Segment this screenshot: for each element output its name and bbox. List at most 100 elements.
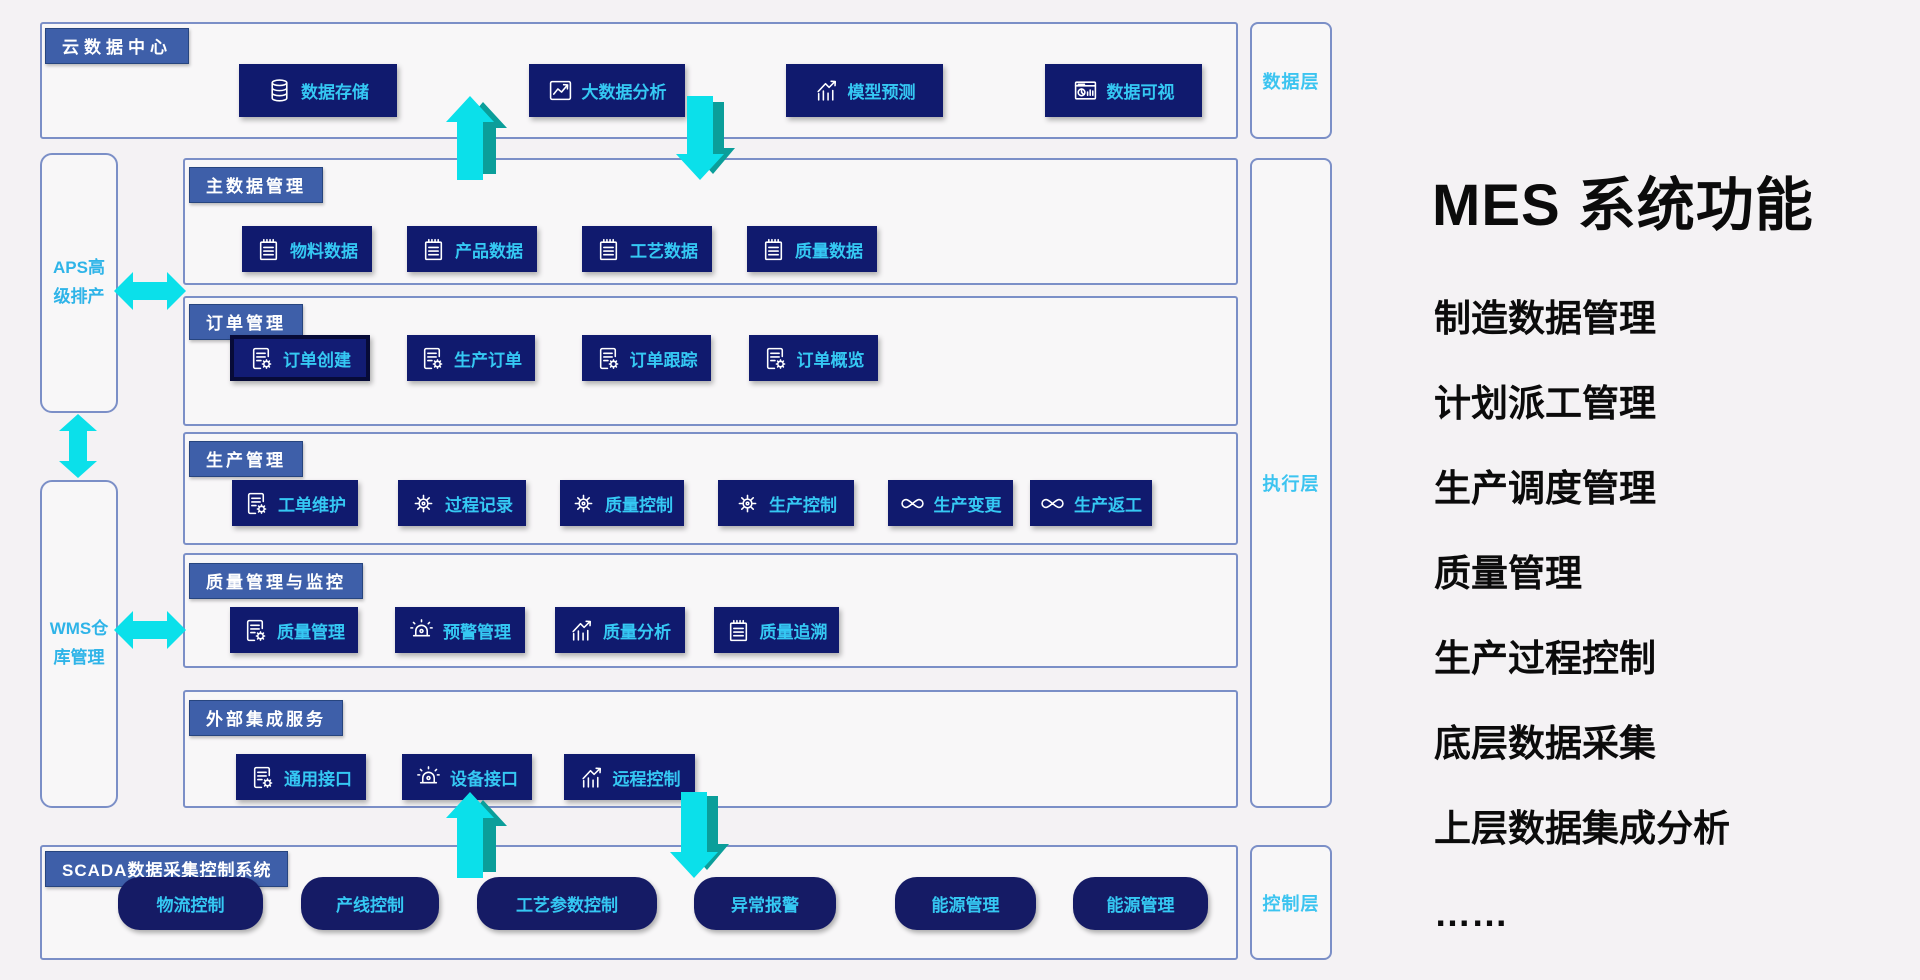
gear-icon <box>735 491 760 516</box>
aps-system-box: APS高级排产 <box>40 153 118 413</box>
button-label: 生产订单 <box>454 350 522 370</box>
energy-management-pill-2[interactable]: 能源管理 <box>1073 877 1208 930</box>
wms-system-box: WMS仓库管理 <box>40 480 118 808</box>
order-management-section: 订单管理 订单创建 生产订单 订单跟踪 订单概览 <box>183 296 1238 426</box>
abnormal-alarm-pill[interactable]: 异常报警 <box>694 877 836 930</box>
product-data-button[interactable]: 产品数据 <box>407 226 537 272</box>
left-right-arrow-icon <box>114 611 186 649</box>
quality-management-button[interactable]: 质量管理 <box>230 607 358 653</box>
general-interface-button[interactable]: 通用接口 <box>236 754 366 800</box>
order-tracking-button[interactable]: 订单跟踪 <box>582 335 711 381</box>
button-label: 产品数据 <box>455 241 523 261</box>
energy-management-pill[interactable]: 能源管理 <box>895 877 1036 930</box>
pill-label: 工艺参数控制 <box>516 896 618 915</box>
notepad-icon <box>421 237 446 262</box>
button-label: 工艺数据 <box>630 241 698 261</box>
quality-data-button[interactable]: 质量数据 <box>747 226 877 272</box>
notepad-icon <box>726 618 751 643</box>
cloud-data-center-section: 云数据中心 数据存储 大数据分析 模型预测 数据可视 <box>40 22 1238 139</box>
button-label: 预警管理 <box>443 622 511 642</box>
section-title-tab: 主数据管理 <box>189 167 323 203</box>
button-label: 质量分析 <box>603 622 671 642</box>
button-label: 过程记录 <box>445 495 513 515</box>
production-management-section: 生产管理 工单维护 过程记录 质量控制 生产控制 生产变更 生产返工 <box>183 432 1238 545</box>
quality-trace-button[interactable]: 质量追溯 <box>714 607 839 653</box>
production-rework-button[interactable]: 生产返工 <box>1030 480 1152 526</box>
order-create-button[interactable]: 订单创建 <box>230 335 370 381</box>
doc-gear-icon <box>250 765 275 790</box>
page-title: MES 系统功能 <box>1432 173 1814 238</box>
remote-control-button[interactable]: 远程控制 <box>564 754 695 800</box>
button-label: 订单概览 <box>796 350 865 370</box>
dashboard-icon <box>1073 78 1098 103</box>
aps-label: APS高级排产 <box>53 258 105 306</box>
production-change-button[interactable]: 生产变更 <box>888 480 1013 526</box>
feature-list: 制造数据管理 计划派工管理 生产调度管理 质量管理 生产过程控制 底层数据采集 … <box>1434 300 1730 980</box>
section-title-tab: 外部集成服务 <box>189 700 343 736</box>
wms-label: WMS仓库管理 <box>49 619 109 667</box>
bar-chart-icon <box>569 618 594 643</box>
up-down-arrow-icon <box>59 414 97 478</box>
line-control-pill[interactable]: 产线控制 <box>301 877 439 930</box>
feature-item: 上层数据集成分析 <box>1434 808 1730 849</box>
infinity-icon <box>900 491 925 516</box>
scada-section: SCADA数据采集控制系统 物流控制 产线控制 工艺参数控制 异常报警 能源管理… <box>40 845 1238 960</box>
process-parameter-control-pill[interactable]: 工艺参数控制 <box>477 877 657 930</box>
order-overview-button[interactable]: 订单概览 <box>749 335 878 381</box>
data-storage-button[interactable]: 数据存储 <box>239 64 397 117</box>
feature-item: 生产过程控制 <box>1434 638 1656 679</box>
work-order-maintain-button[interactable]: 工单维护 <box>232 480 358 526</box>
button-label: 生产控制 <box>769 495 837 515</box>
button-label: 大数据分析 <box>581 83 667 102</box>
device-interface-button[interactable]: 设备接口 <box>402 754 532 800</box>
notepad-icon <box>256 237 281 262</box>
master-data-section: 主数据管理 物料数据 产品数据 工艺数据 质量数据 <box>183 158 1238 285</box>
feature-item: 生产调度管理 <box>1434 468 1656 509</box>
up-arrow-icon <box>446 792 507 878</box>
notepad-icon <box>596 237 621 262</box>
button-label: 设备接口 <box>450 769 518 789</box>
line-chart-icon <box>548 78 573 103</box>
big-data-analysis-button[interactable]: 大数据分析 <box>529 64 685 117</box>
feature-item: 质量管理 <box>1434 553 1582 594</box>
section-title-tab: 质量管理与监控 <box>189 563 363 599</box>
button-label: 质量控制 <box>605 495 673 515</box>
doc-gear-icon <box>763 346 788 371</box>
process-data-button[interactable]: 工艺数据 <box>582 226 712 272</box>
feature-item: 底层数据采集 <box>1434 723 1656 764</box>
alert-management-button[interactable]: 预警管理 <box>395 607 525 653</box>
button-label: 数据存储 <box>301 83 369 102</box>
doc-gear-icon <box>244 491 269 516</box>
doc-gear-icon <box>420 346 445 371</box>
down-arrow-icon <box>670 792 729 878</box>
data-visualization-button[interactable]: 数据可视 <box>1045 64 1202 117</box>
button-label: 质量追溯 <box>759 622 828 642</box>
layer-execution: 执行层 <box>1250 158 1332 808</box>
button-label: 生产变更 <box>933 495 1002 515</box>
button-label: 通用接口 <box>284 769 352 789</box>
gear-icon <box>411 491 436 516</box>
section-title-tab: 云数据中心 <box>45 28 189 64</box>
layer-control: 控制层 <box>1250 845 1332 960</box>
logistics-control-pill[interactable]: 物流控制 <box>118 877 263 930</box>
feature-item: 计划派工管理 <box>1434 383 1656 424</box>
pill-label: 物流控制 <box>156 896 225 915</box>
alarm-icon <box>416 765 441 790</box>
button-label: 生产返工 <box>1074 495 1142 515</box>
process-record-button[interactable]: 过程记录 <box>398 480 526 526</box>
button-label: 模型预测 <box>847 83 916 102</box>
model-forecast-button[interactable]: 模型预测 <box>786 64 943 117</box>
bar-chart-icon <box>814 78 839 103</box>
quality-control-button[interactable]: 质量控制 <box>560 480 684 526</box>
alarm-icon <box>409 618 434 643</box>
material-data-button[interactable]: 物料数据 <box>242 226 372 272</box>
production-order-button[interactable]: 生产订单 <box>407 335 535 381</box>
production-control-button[interactable]: 生产控制 <box>718 480 854 526</box>
layer-label: 执行层 <box>1262 474 1320 494</box>
quality-analysis-button[interactable]: 质量分析 <box>555 607 685 653</box>
external-integration-section: 外部集成服务 通用接口 设备接口 远程控制 <box>183 690 1238 808</box>
gear-icon <box>571 491 596 516</box>
up-arrow-icon <box>446 96 507 180</box>
button-label: 物料数据 <box>290 241 358 261</box>
